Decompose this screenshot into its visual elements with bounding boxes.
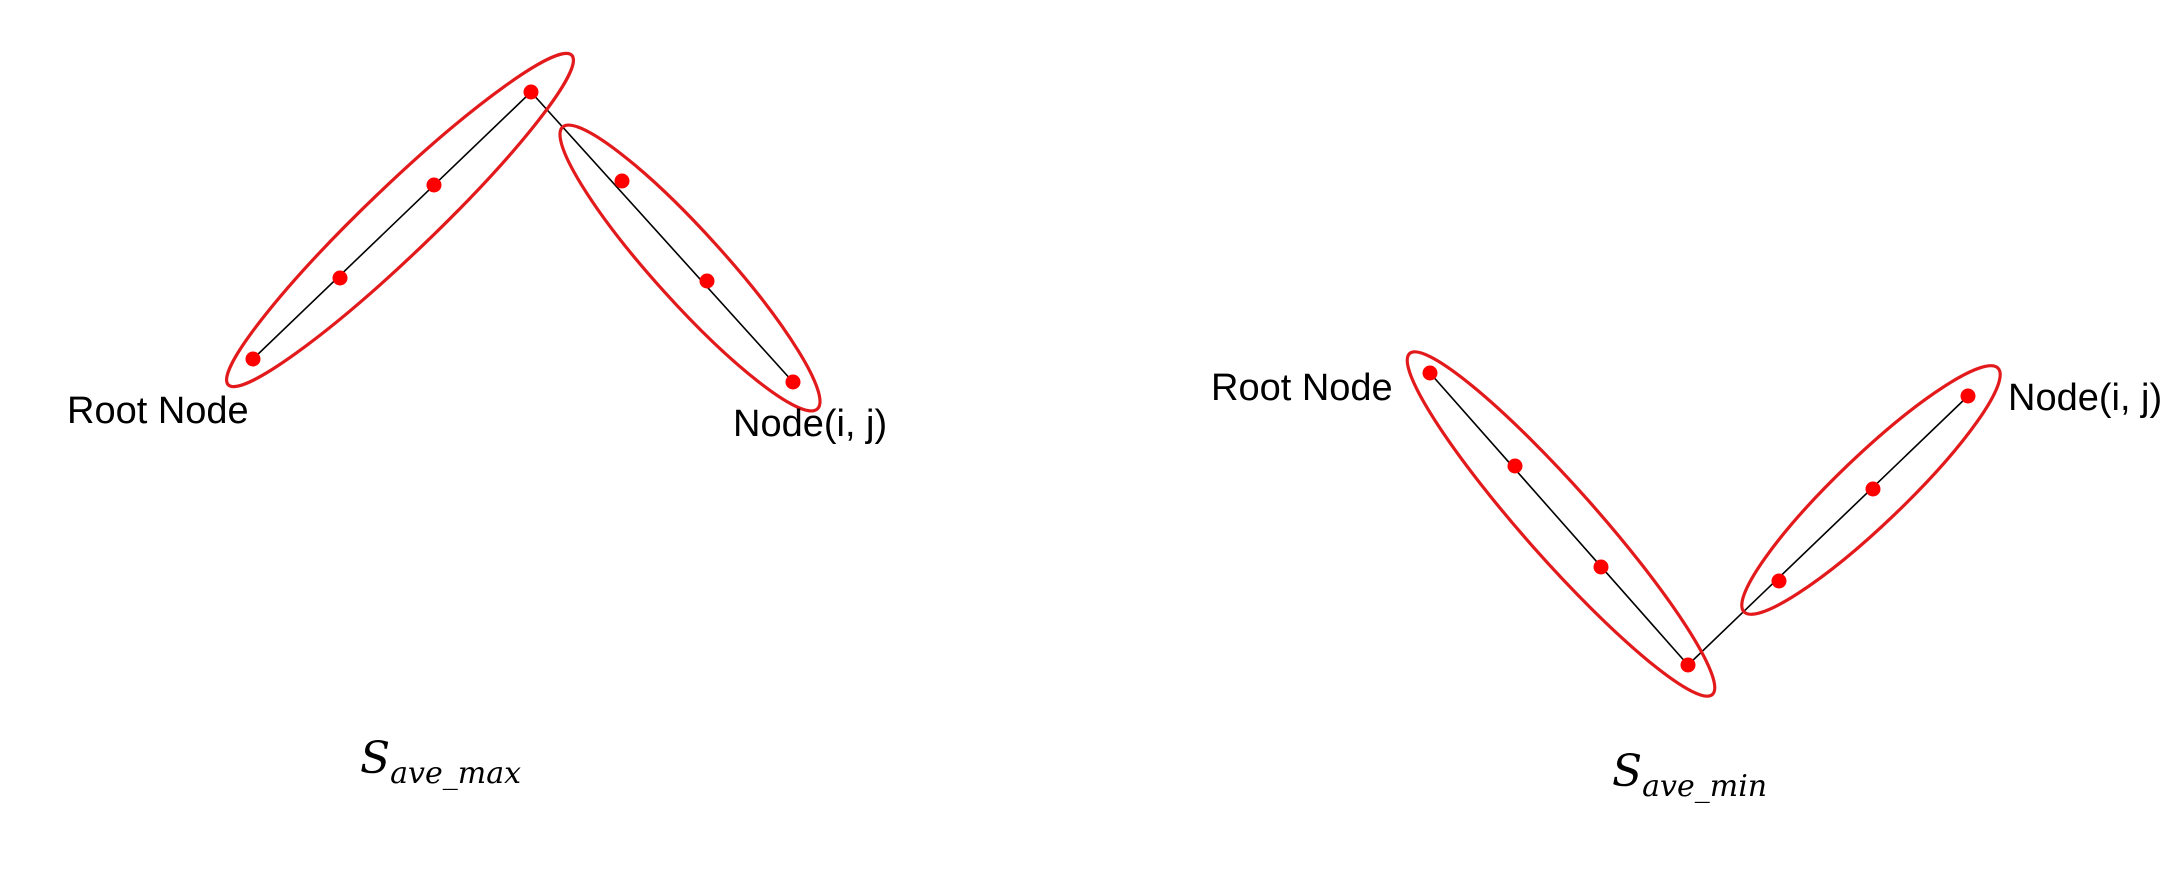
edges-ave-max [252, 91, 794, 383]
root-node-dot [1422, 365, 1438, 381]
path-node-dot [1507, 458, 1523, 474]
path-node-dot [1865, 481, 1881, 497]
groups-ave-min [1405, 350, 2002, 698]
groups-ave-max [225, 51, 822, 413]
valley-node-dot [1680, 657, 1696, 673]
path-node-dot [699, 273, 715, 289]
edge [1687, 395, 1969, 666]
edge [252, 91, 532, 360]
caption-ave-min: Save_min [1612, 746, 1767, 804]
edges-ave-min [1429, 372, 1969, 666]
group-ellipse-ascending [225, 51, 575, 389]
diagram-ave-min: Root Node Node(i, j) Save_min [1211, 350, 2162, 804]
path-node-dot [1771, 573, 1787, 589]
caption-ave-max: Save_max [360, 733, 521, 791]
path-node-dot [332, 270, 348, 286]
nodes-ave-max [245, 84, 801, 390]
group-ellipse-descending [1405, 350, 1717, 698]
path-node-dot [614, 173, 630, 189]
target-node-dot [1960, 388, 1976, 404]
group-ellipse-descending [558, 123, 822, 413]
target-node-label: Node(i, j) [2008, 377, 2162, 419]
path-node-dot [426, 177, 442, 193]
root-node-dot [245, 351, 261, 367]
caption-symbol: S [1612, 746, 1642, 797]
nodes-ave-min [1422, 365, 1976, 673]
caption-subscript: ave_min [1642, 769, 1767, 804]
caption-subscript: ave_max [390, 756, 521, 791]
root-node-label: Root Node [67, 390, 249, 432]
group-ellipse-ascending [1740, 364, 2002, 616]
root-node-label: Root Node [1211, 367, 1393, 409]
target-node-label: Node(i, j) [733, 403, 887, 445]
peak-node-dot [523, 84, 539, 100]
path-node-dot [1593, 559, 1609, 575]
diagram-ave-max: Root Node Node(i, j) Save_max [67, 51, 887, 791]
target-node-dot [785, 374, 801, 390]
edge [1429, 372, 1689, 666]
caption-symbol: S [360, 733, 390, 784]
edge [530, 91, 794, 383]
